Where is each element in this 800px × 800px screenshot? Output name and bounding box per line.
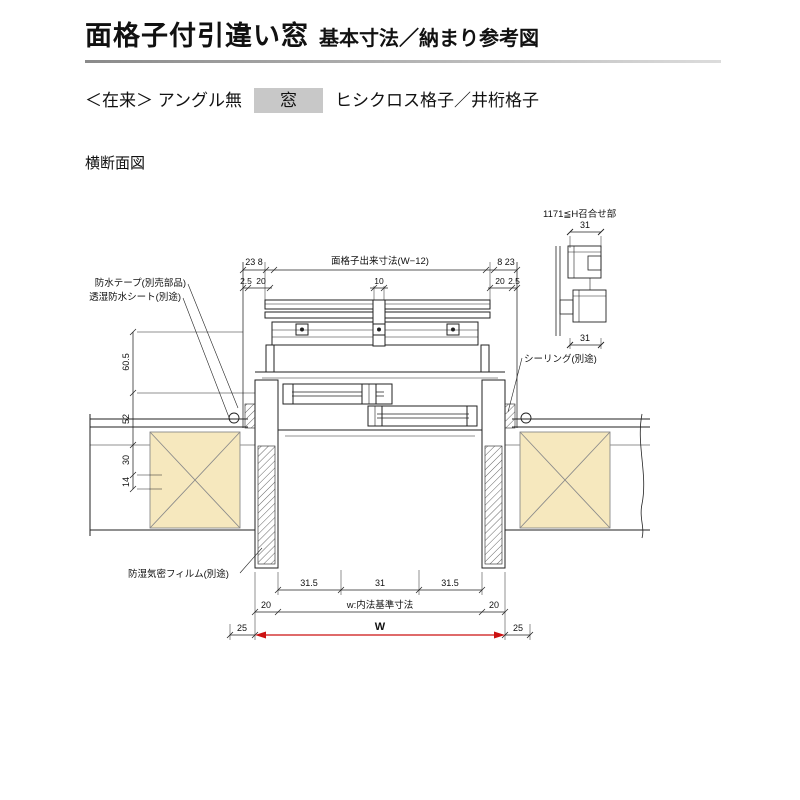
sliding-sashes <box>282 383 478 427</box>
title-row: 面格子付引違い窓基本寸法／納まり参考図 <box>85 14 725 53</box>
dim-w-label: W <box>375 621 386 633</box>
dim-20-right: 20 <box>489 600 499 610</box>
dim-right-2-5: 2.5 <box>508 276 520 286</box>
page-title: 面格子付引違い窓 <box>85 21 309 51</box>
breathable-sheet-label: 透湿防水シート(別途) <box>89 291 181 303</box>
spec-left-text: ＜在来＞ アングル無 <box>85 91 243 110</box>
dim-right-pair: 8 23 <box>497 257 515 267</box>
page-subtitle: 基本寸法／納まり参考図 <box>319 28 539 50</box>
sealing-label: シーリング(別途) <box>524 353 597 365</box>
detail-dim-top: 31 <box>580 220 590 230</box>
dim-60-5: 60.5 <box>121 353 131 371</box>
top-dimension-lines <box>239 262 521 300</box>
dim-30: 30 <box>121 455 131 465</box>
face-grille <box>264 299 491 373</box>
red-arrow-left <box>255 631 266 639</box>
section-title: 横断面図 <box>85 155 146 172</box>
window-jambs <box>254 379 506 569</box>
dim-52: 52 <box>121 414 131 424</box>
spec-highlight-window: 窓 <box>254 88 324 113</box>
moisture-film-label: 防湿気密フィルム(別途) <box>128 568 229 580</box>
dim-center-10: 10 <box>374 276 384 286</box>
dim-20-left: 20 <box>261 600 271 610</box>
sealant-and-trim <box>228 262 532 429</box>
spec-right-text: ヒシクロス格子／井桁格子 <box>335 91 540 110</box>
dim-31-center: 31 <box>375 578 385 588</box>
red-arrow-right <box>494 631 505 639</box>
grille-width-label: 面格子出来寸法(W−12) <box>331 255 429 267</box>
waterproof-tape-label: 防水テープ(別売部品) <box>95 277 186 289</box>
lumber-blocks <box>149 431 611 529</box>
spec-row: ＜在来＞ アングル無窓ヒシクロス格子／井桁格子 <box>85 86 540 113</box>
detail-title-label: 1171≦H召合せ部 <box>543 208 616 220</box>
meeting-stile-detail <box>555 228 607 349</box>
detail-dim-bottom: 31 <box>580 333 590 343</box>
header: 面格子付引違い窓基本寸法／納まり参考図 <box>85 14 725 63</box>
dim-31-5-right: 31.5 <box>441 578 459 588</box>
leader-lines <box>182 283 523 574</box>
frame-rails <box>255 371 505 437</box>
dim-right-20: 20 <box>495 276 505 286</box>
dim-25-left: 25 <box>237 623 247 633</box>
inner-width-label: w:内法基準寸法 <box>346 599 414 611</box>
title-underline <box>85 60 721 63</box>
dim-25-right: 25 <box>513 623 523 633</box>
dim-left-20: 20 <box>256 276 266 286</box>
dim-14: 14 <box>121 477 131 487</box>
dim-left-pair: 23 8 <box>245 257 263 267</box>
dim-31-5-left: 31.5 <box>300 578 318 588</box>
left-dimension-line <box>129 328 255 493</box>
w-dimension-red <box>255 631 505 639</box>
dim-left-2-5: 2.5 <box>240 276 252 286</box>
